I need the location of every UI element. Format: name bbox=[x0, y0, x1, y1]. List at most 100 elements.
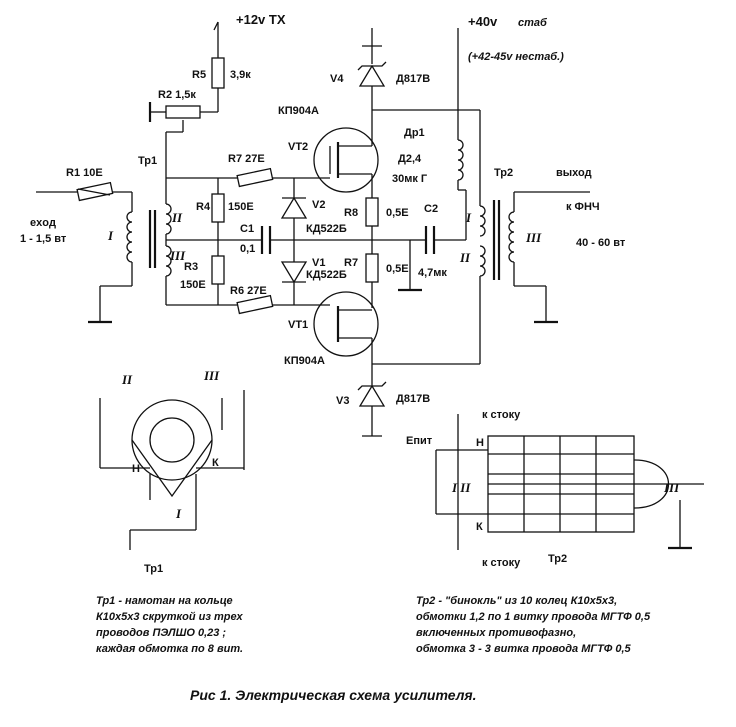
gate-network bbox=[166, 167, 372, 315]
tr2-detail bbox=[435, 414, 704, 550]
tr2-note-line-4: обмотка 3 - 3 витка провода МГТФ 0,5 bbox=[416, 643, 632, 655]
vt1-type: КП904А bbox=[284, 355, 325, 367]
tr1-note-line-3: проводов ПЭЛШО 0,23 ; bbox=[96, 627, 226, 639]
zener-v3 bbox=[358, 384, 386, 407]
bias-network bbox=[148, 21, 225, 178]
c1-value: 0,1 bbox=[240, 243, 255, 255]
r3-value: 150E bbox=[180, 279, 206, 291]
tr2-w2-label: II bbox=[459, 250, 471, 265]
r2-label: R2 1,5к bbox=[158, 89, 196, 101]
tr1-winding-3 bbox=[165, 245, 172, 277]
dr1-label: Др1 bbox=[404, 127, 425, 139]
tr1d-w2-label: II bbox=[121, 372, 133, 387]
tr1-note-line-1: Тр1 - намотан на кольце bbox=[96, 595, 233, 607]
r3-label: R3 bbox=[184, 261, 198, 273]
choke-dr1 bbox=[457, 139, 464, 181]
dr1-value: Д2,4 bbox=[398, 153, 422, 165]
tr2d-k-label: К bbox=[476, 521, 483, 533]
resistor-r4 bbox=[211, 193, 225, 223]
tr2d-drain-top: к стоку bbox=[482, 409, 521, 421]
v4-label: V4 bbox=[330, 73, 344, 85]
tr2-w1-label: I bbox=[465, 210, 472, 225]
supply-12v-label: +12v TX bbox=[236, 12, 286, 27]
tr1-detail bbox=[99, 390, 245, 550]
diode-v1 bbox=[280, 261, 308, 284]
vt2-label: VT2 bbox=[288, 141, 308, 153]
tr1-w2-label: II bbox=[171, 210, 183, 225]
r8-value: 0,5E bbox=[386, 207, 409, 219]
r5-value: 3,9к bbox=[230, 69, 251, 81]
tr2d-title: Тр2 bbox=[548, 553, 567, 565]
tr1d-title: Тр1 bbox=[144, 563, 163, 575]
v2-type: КД522Б bbox=[306, 223, 347, 235]
tr1-winding-2 bbox=[165, 203, 172, 235]
output-power: 40 - 60 вт bbox=[576, 237, 626, 249]
supply-stab-label: стаб bbox=[518, 17, 548, 29]
input-section bbox=[36, 178, 172, 324]
output-label: выход bbox=[556, 167, 592, 179]
figure-caption: Рис 1. Электрическая схема усилителя. bbox=[190, 687, 477, 703]
v1-type: КД522Б bbox=[306, 269, 347, 281]
labels: +12v TX +40v стаб (+42-45v нестаб.) R5 3… bbox=[20, 12, 680, 703]
resistor-r3 bbox=[211, 255, 225, 285]
vt2-type: КП904А bbox=[278, 105, 319, 117]
tr2-note-line-1: Тр2 - "бинокль" из 10 колец К10х5х3, bbox=[416, 595, 617, 607]
tr1d-h-label: Н bbox=[132, 463, 140, 475]
supply-unstab-label: (+42-45v нестаб.) bbox=[468, 51, 564, 63]
tr2d-drain-bot: к стоку bbox=[482, 557, 521, 569]
output-stage bbox=[313, 28, 590, 437]
tp2-label: Тр2 bbox=[494, 167, 513, 179]
c2-label: C2 bbox=[424, 203, 438, 215]
output-sub: к ФНЧ bbox=[566, 201, 600, 213]
v4-type: Д817В bbox=[396, 73, 430, 85]
vt1-label: VT1 bbox=[288, 319, 308, 331]
r7-top-label: R7 27E bbox=[228, 153, 265, 165]
r4-label: R4 bbox=[196, 201, 211, 213]
dr1-inductance: 30мк Г bbox=[392, 173, 428, 185]
supply-40v-label: +40v bbox=[468, 14, 498, 29]
diode-v2 bbox=[280, 196, 308, 219]
tr2-note-line-3: включенных противофазно, bbox=[416, 627, 576, 639]
r4-value: 150E bbox=[228, 201, 254, 213]
tr2-winding-3 bbox=[508, 211, 515, 263]
resistor-r7-top bbox=[236, 167, 274, 188]
tr1-note-line-4: каждая обмотка по 8 вит. bbox=[96, 643, 243, 655]
tr2-note-line-2: обмотки 1,2 по 1 витку провода МГТФ 0,5 bbox=[416, 611, 651, 623]
tr1d-w1-label: I bbox=[175, 506, 182, 521]
tr2d-epit: Епит bbox=[406, 435, 433, 447]
tr1-winding-1 bbox=[126, 211, 133, 263]
resistor-r8 bbox=[365, 197, 379, 227]
zener-v4 bbox=[358, 64, 386, 87]
transistor-vt2 bbox=[313, 127, 379, 193]
tr1-w1-label: I bbox=[107, 228, 114, 243]
input-power: 1 - 1,5 вт bbox=[20, 233, 67, 245]
r7-bot-label: R7 bbox=[344, 257, 358, 269]
r7-bot-value: 0,5E bbox=[386, 263, 409, 275]
transistor-vt1 bbox=[313, 291, 379, 357]
tr2-winding-1 bbox=[479, 205, 486, 237]
r5-label: R5 bbox=[192, 69, 206, 81]
c1-label: C1 bbox=[240, 223, 254, 235]
v1-label: V1 bbox=[312, 257, 325, 269]
tr1-w3-label: III bbox=[169, 248, 186, 263]
c2-value: 4,7мк bbox=[418, 267, 447, 279]
v2-label: V2 bbox=[312, 199, 325, 211]
potentiometer-r2 bbox=[165, 105, 201, 119]
resistor-r7-bot bbox=[365, 253, 379, 283]
tp1-label: Тр1 bbox=[138, 155, 157, 167]
tr2d-w3-label: III bbox=[663, 480, 680, 495]
tr2-winding-2 bbox=[479, 245, 486, 277]
tr1d-k-label: К bbox=[212, 457, 219, 469]
r6-label: R6 27E bbox=[230, 285, 267, 297]
tr1d-w3-label: III bbox=[203, 368, 220, 383]
input-label: exoд bbox=[30, 217, 56, 229]
tr2d-h-label: Н bbox=[476, 437, 484, 449]
v3-type: Д817В bbox=[396, 393, 430, 405]
resistor-r5 bbox=[211, 57, 225, 89]
r1-label: R1 10E bbox=[66, 167, 103, 179]
tr2-w3-label: III bbox=[525, 230, 542, 245]
tr2d-w12-label: I II bbox=[451, 480, 471, 495]
v3-label: V3 bbox=[336, 395, 349, 407]
r8-label: R8 bbox=[344, 207, 358, 219]
